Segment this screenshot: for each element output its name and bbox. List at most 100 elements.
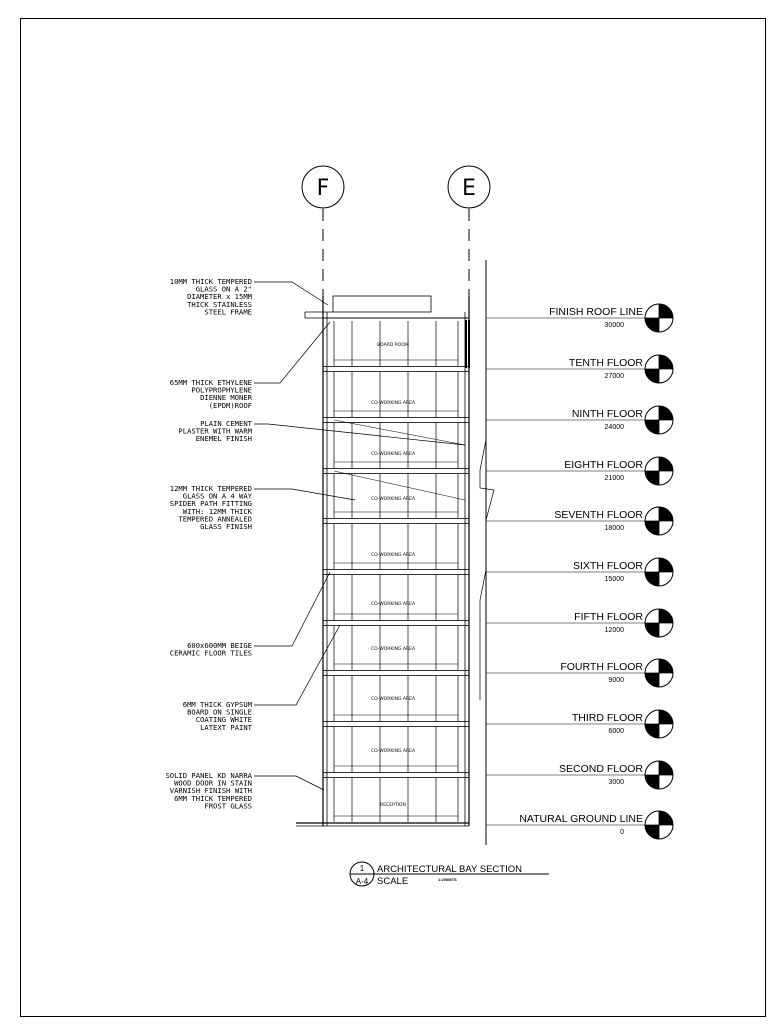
room-label: RECEPTION [380,802,406,808]
room-label: CO-WORKING AREA [371,451,416,457]
level-elevation: 21000 [605,475,625,482]
floor-slab [322,366,470,372]
leader-line [254,624,341,706]
level-elevation: 12000 [605,627,625,634]
level-name: EIGHTH FLOOR [564,459,643,471]
building-section [296,260,495,845]
room-label: CO-WORKING AREA [371,646,416,652]
note-line: (EPDM)ROOF [209,401,252,410]
note-line: 600x600MM BEIGE [187,641,252,650]
level-elevation: 15000 [605,576,625,583]
level-elevation: 9000 [608,677,624,684]
grid-bubble-f [301,165,345,209]
leader-line [254,423,466,446]
level-datum-icon [644,658,674,688]
level-datum-icon [644,709,674,739]
note-line: 65MM THICK ETHYLENE [170,378,252,387]
note-line: 6MM THICK GYPSUM [183,700,253,709]
floor-slab [322,417,470,423]
level-elevation: 3000 [608,779,624,786]
floor-slab [322,468,470,474]
level-name: SIXTH FLOOR [573,560,643,572]
level-elevation: 0 [620,829,624,836]
note-line: SPIDER PATH FITTING [170,499,252,508]
level-marker: EIGHTH FLOOR 21000 [486,456,674,486]
grid-line-e: E [447,165,491,296]
level-name: SECOND FLOOR [559,763,643,775]
level-marker: NINTH FLOOR 24000 [486,405,674,435]
note-line: 6MM THICK TEMPERED [174,794,252,803]
leader-line [254,321,331,384]
note-line: 12MM THICK TEMPERED [170,484,252,493]
level-name: NINTH FLOOR [572,408,644,420]
room-label: CO-WORKING AREA [371,552,416,558]
level-elevation: 18000 [605,525,625,532]
section-cut-line [333,419,466,446]
note-line: DIAMETER x 15MM [187,292,253,301]
leader-line [254,775,325,791]
note-line: TEMPERED ANNEALED [178,514,252,523]
room-label: BOARD ROOM [377,342,409,348]
grid-label-e: E [462,176,476,201]
section-cut-line [333,470,466,501]
note-line: GLASS ON A 4 WAY [183,492,253,501]
level-elevation: 30000 [605,322,625,329]
note-line: STEEL FRAME [204,307,252,316]
level-marker: NATURAL GROUND LINE 0 [486,810,674,840]
level-marker: FINISH ROOF LINE 30000 [486,303,674,333]
room-labels: BOARD ROOM CO-WORKING AREA CO-WORKING AREA… [371,342,416,808]
note-line: 10MM THICK TEMPERED [170,277,252,286]
level-name: NATURAL GROUND LINE [519,813,643,825]
level-marker: FIFTH FLOOR 12000 [486,608,674,638]
note-line: THICK STAINLESS [187,300,252,309]
level-name: FINISH ROOF LINE [549,306,643,318]
grid-line-f: F [301,165,345,296]
note-line: LATEXT PAINT [200,723,253,732]
room-label: CO-WORKING AREA [371,496,416,502]
note-line: WOOD DOOR IN STAIN [174,779,252,788]
room-label: CO-WORKING AREA [371,748,416,754]
level-elevation: 24000 [605,424,625,431]
note-line: GLASS FINISH [200,522,252,531]
leader-line [254,281,329,306]
window-mullions [333,321,466,822]
level-name: TENTH FLOOR [569,357,644,369]
note-line: GLASS ON A 2" [196,285,252,294]
note-line: POLYPROPHYLENE [191,386,252,395]
level-name: FIFTH FLOOR [574,611,643,623]
scale-value: 1:200MTS [438,877,457,882]
note-line: DIENNE MONER [200,393,253,402]
room-label: CO-WORKING AREA [371,400,416,406]
room-label: CO-WORKING AREA [371,696,416,702]
level-datum-icon [644,557,674,587]
level-name: SEVENTH FLOOR [554,509,643,521]
note-line: PLASTER WITH WARM [178,427,252,436]
level-elevation: 27000 [605,373,625,380]
drawing-number: 1 [360,864,365,873]
level-marker: TENTH FLOOR 27000 [486,354,674,384]
floor-slabs [322,317,470,778]
room-label: CO-WORKING AREA [371,601,416,607]
level-marker: SIXTH FLOOR 15000 [486,557,674,587]
floor-slab [322,721,470,727]
level-marker: SEVENTH FLOOR 18000 [486,506,674,536]
floor-slab [322,518,470,524]
grid-label-f: F [317,176,330,201]
grid-bubble-e [447,165,491,209]
note-line: WITH: 12MM THICK [183,507,253,516]
floor-slab [322,772,470,778]
floor-slab [322,670,470,676]
level-datum-icon [644,810,674,840]
note-line: SOLID PANEL KD NARRA [165,771,252,780]
sheet-number: A-4 [356,877,369,886]
drawing-title: 1 A-4 ARCHITECTURAL BAY SECTION SCALE 1:… [349,861,549,887]
level-datum-icon [644,456,674,486]
level-datum-icon [644,354,674,384]
note-line: ENEMEL FINISH [196,434,252,443]
